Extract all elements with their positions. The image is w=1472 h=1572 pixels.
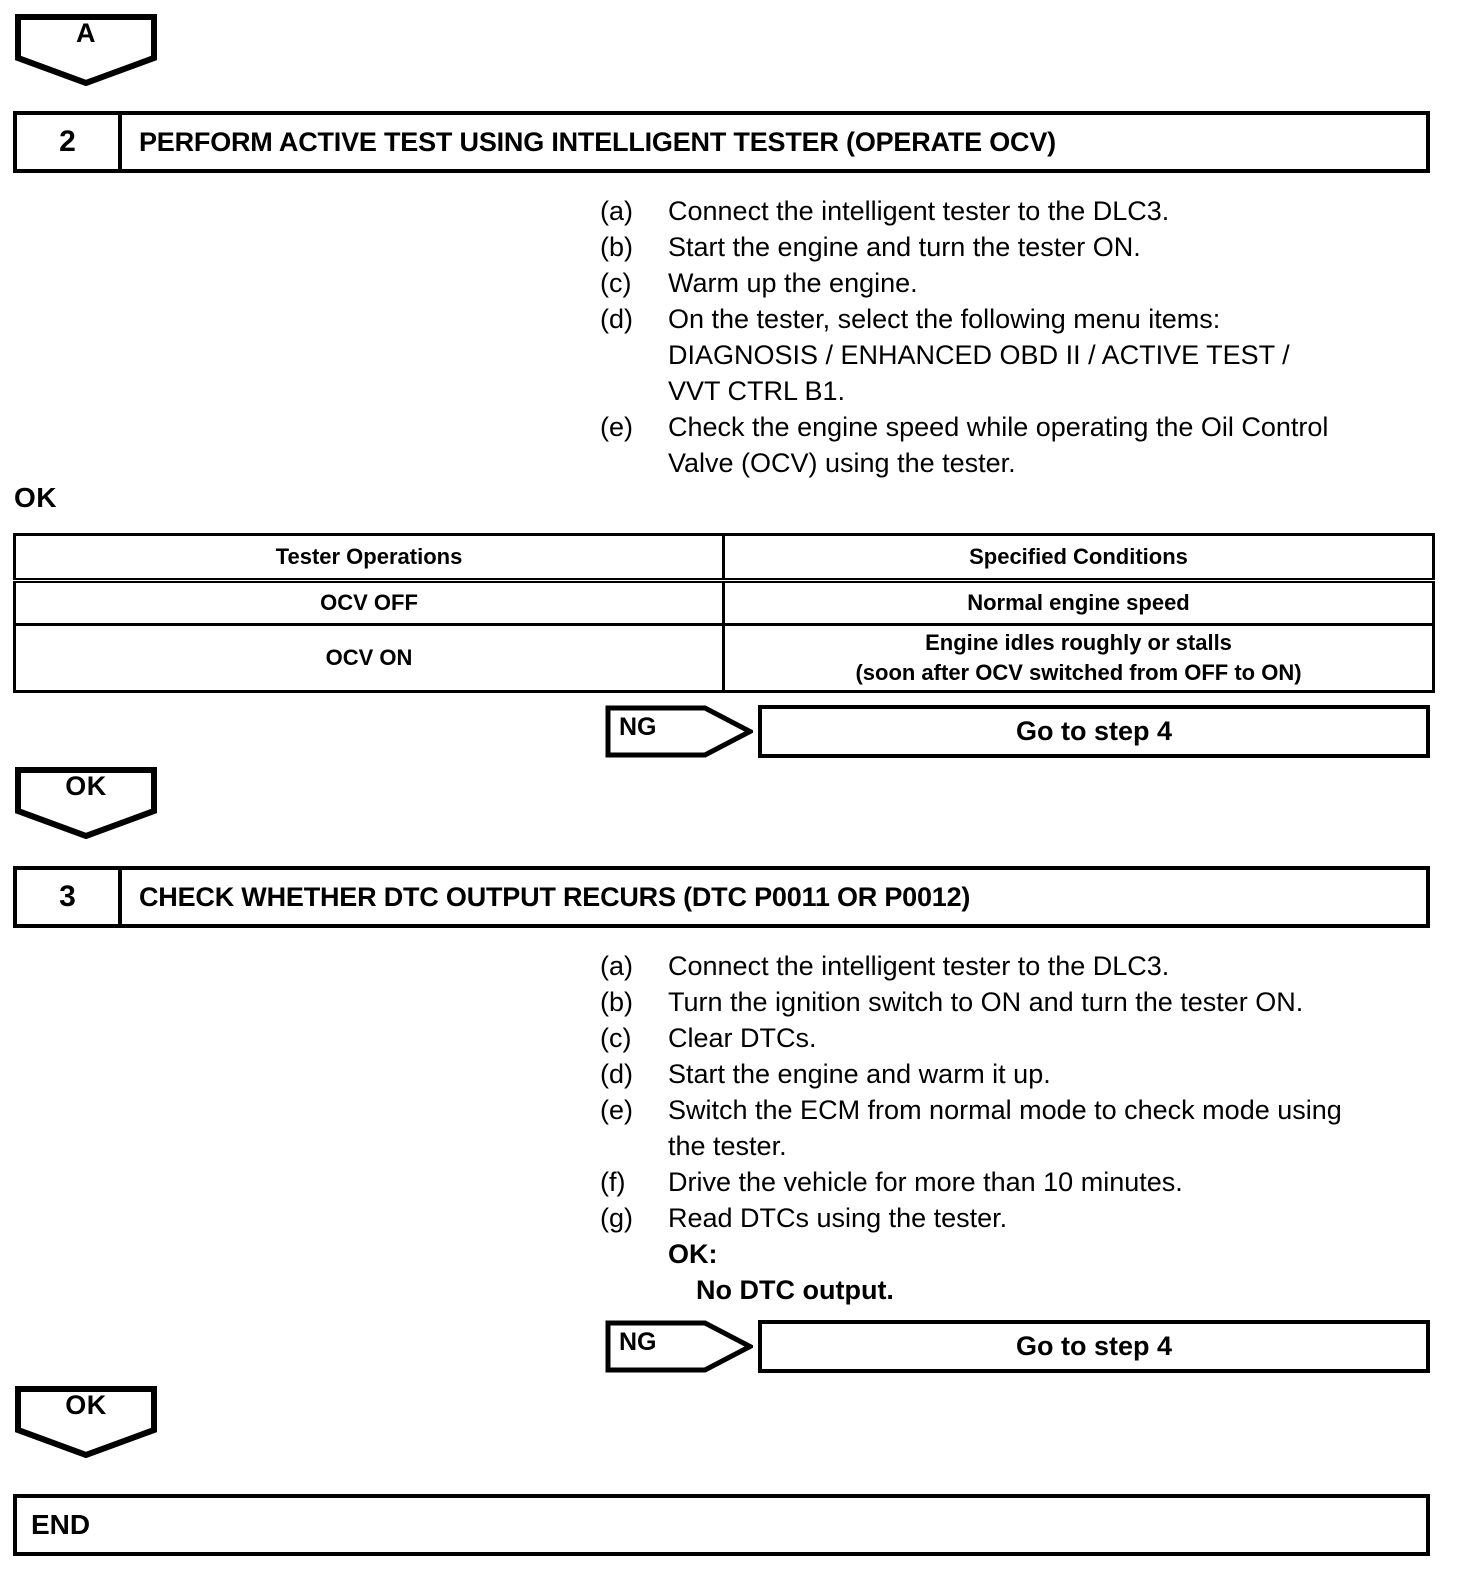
procedure-text: Connect the intelligent tester to the DL… xyxy=(668,951,1170,981)
procedure-item: (d) Start the engine and warm it up. xyxy=(600,1056,1450,1092)
table-cell-operation: OCV OFF xyxy=(13,578,725,626)
connector-ok-step-3: OK xyxy=(15,1386,157,1458)
procedure-text: Start the engine and turn the tester ON. xyxy=(668,232,1141,262)
table-row: OCV OFF Normal engine speed xyxy=(13,578,1435,626)
specification-table: Tester Operations Specified Conditions O… xyxy=(13,533,1435,693)
goto-step-box[interactable]: Go to step 4 xyxy=(758,1320,1430,1373)
ng-label: NG xyxy=(619,1328,657,1356)
connector-a-label: A xyxy=(76,18,96,48)
procedure-continuation: Valve (OCV) using the tester. xyxy=(668,448,1016,478)
procedure-marker: (d) xyxy=(600,304,633,334)
step-title-3: CHECK WHETHER DTC OUTPUT RECURS (DTC P00… xyxy=(139,881,971,912)
procedure-marker: (g) xyxy=(600,1203,633,1233)
pentagon-shape-icon xyxy=(15,14,157,86)
procedure-continuation: DIAGNOSIS / ENHANCED OBD II / ACTIVE TES… xyxy=(668,340,1290,370)
connector-ok-step-2: OK xyxy=(15,767,157,839)
table-header-row: Tester Operations Specified Conditions xyxy=(13,533,1435,582)
branch-ng-step-3: NG Go to step 4 xyxy=(605,1320,1430,1373)
procedure-item: (b) Start the engine and turn the tester… xyxy=(600,229,1450,265)
procedure-item: (d) On the tester, select the following … xyxy=(600,301,1450,337)
condition-line-1: Engine idles roughly or stalls xyxy=(925,630,1232,655)
ng-arrow: NG xyxy=(605,705,753,758)
ng-label: NG xyxy=(619,713,657,741)
table-header-cell: Specified Conditions xyxy=(722,533,1435,582)
step-header-2: 2 PERFORM ACTIVE TEST USING INTELLIGENT … xyxy=(13,111,1430,173)
procedure-list-step-3: (a) Connect the intelligent tester to th… xyxy=(600,948,1450,1308)
procedure-item: (a) Connect the intelligent tester to th… xyxy=(600,948,1450,984)
connector-a: A xyxy=(15,14,157,86)
step-number-3: 3 xyxy=(17,870,122,924)
branch-ng-step-2: NG Go to step 4 xyxy=(605,705,1430,758)
table-cell-condition: Normal engine speed xyxy=(722,578,1435,626)
procedure-item: (b) Turn the ignition switch to ON and t… xyxy=(600,984,1450,1020)
procedure-ok-value: No DTC output. xyxy=(696,1275,894,1305)
procedure-marker: (e) xyxy=(600,1095,633,1125)
arrow-right-icon xyxy=(605,1320,753,1373)
procedure-item: (g) Read DTCs using the tester. xyxy=(600,1200,1450,1236)
arrow-right-icon xyxy=(605,705,753,758)
condition-line-2: (soon after OCV switched from OFF to ON) xyxy=(855,660,1302,685)
connector-ok-label: OK xyxy=(65,771,107,801)
ok-caption-step-2: OK xyxy=(14,482,57,513)
procedure-text: On the tester, select the following menu… xyxy=(668,304,1221,334)
step-title-2: PERFORM ACTIVE TEST USING INTELLIGENT TE… xyxy=(139,126,1056,157)
procedure-text: Switch the ECM from normal mode to check… xyxy=(668,1095,1342,1125)
connector-ok-label: OK xyxy=(65,1390,107,1420)
procedure-marker: (a) xyxy=(600,951,633,981)
step-number-2: 2 xyxy=(17,115,122,169)
procedure-item: (a) Connect the intelligent tester to th… xyxy=(600,193,1450,229)
procedure-marker: (c) xyxy=(600,268,632,298)
procedure-item: (c) Warm up the engine. xyxy=(600,265,1450,301)
procedure-item: (f) Drive the vehicle for more than 10 m… xyxy=(600,1164,1450,1200)
end-box: END xyxy=(13,1494,1430,1556)
procedure-marker: (d) xyxy=(600,1059,633,1089)
procedure-continuation: the tester. xyxy=(668,1131,787,1161)
procedure-marker: (f) xyxy=(600,1167,626,1197)
pentagon-shape-icon xyxy=(15,767,157,839)
procedure-text: Turn the ignition switch to ON and turn … xyxy=(668,987,1304,1017)
pentagon-shape-icon xyxy=(15,1386,157,1458)
procedure-text: Drive the vehicle for more than 10 minut… xyxy=(668,1167,1183,1197)
procedure-item: (e) Switch the ECM from normal mode to c… xyxy=(600,1092,1450,1128)
table-cell-condition: Engine idles roughly or stalls (soon aft… xyxy=(722,623,1435,693)
procedure-marker: (b) xyxy=(600,987,633,1017)
table-header-cell: Tester Operations xyxy=(13,533,725,582)
procedure-marker: (e) xyxy=(600,412,633,442)
procedure-text: Check the engine speed while operating t… xyxy=(668,412,1329,442)
procedure-list-step-2: (a) Connect the intelligent tester to th… xyxy=(600,193,1450,481)
procedure-marker: (b) xyxy=(600,232,633,262)
procedure-text: Clear DTCs. xyxy=(668,1023,817,1053)
goto-step-box[interactable]: Go to step 4 xyxy=(758,705,1430,758)
procedure-marker: (c) xyxy=(600,1023,632,1053)
procedure-item: (c) Clear DTCs. xyxy=(600,1020,1450,1056)
step-header-3: 3 CHECK WHETHER DTC OUTPUT RECURS (DTC P… xyxy=(13,866,1430,928)
procedure-ok-label: OK: xyxy=(668,1239,718,1269)
procedure-marker: (a) xyxy=(600,196,633,226)
procedure-continuation: VVT CTRL B1. xyxy=(668,376,846,406)
procedure-text: Start the engine and warm it up. xyxy=(668,1059,1051,1089)
ng-arrow: NG xyxy=(605,1320,753,1373)
procedure-text: Read DTCs using the tester. xyxy=(668,1203,1008,1233)
table-cell-operation: OCV ON xyxy=(13,623,725,693)
procedure-text: Warm up the engine. xyxy=(668,268,918,298)
table-row: OCV ON Engine idles roughly or stalls (s… xyxy=(13,623,1435,693)
procedure-item: (e) Check the engine speed while operati… xyxy=(600,409,1450,445)
procedure-text: Connect the intelligent tester to the DL… xyxy=(668,196,1170,226)
